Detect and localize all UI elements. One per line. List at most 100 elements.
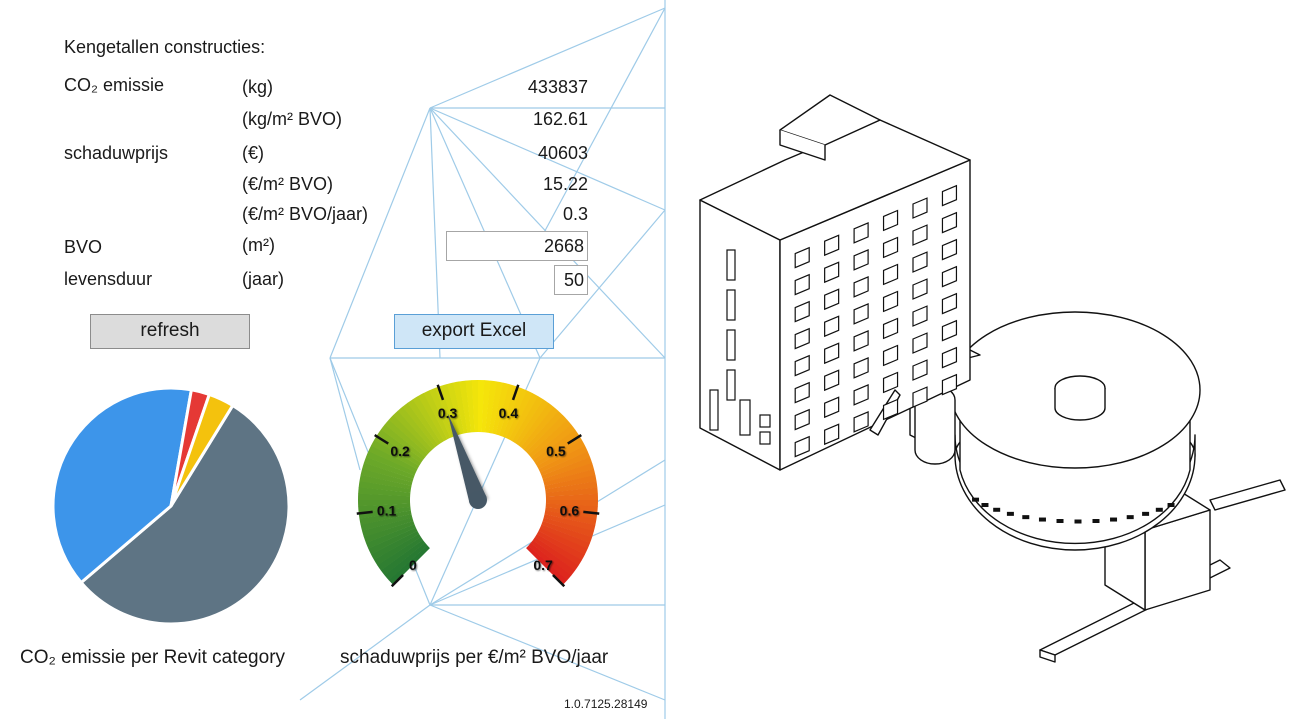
gauge-band-segment [545,481,598,494]
building-window [794,273,810,296]
gauge-band-segment [502,387,528,438]
gauge-band-segment [523,410,564,453]
co2-pie-chart [51,388,291,626]
building-window [853,276,869,298]
refresh-button[interactable]: refresh [90,314,250,349]
building-window [941,238,958,261]
building-window [794,381,810,404]
gauge-tick [374,434,389,445]
gauge-band-segment [538,445,588,473]
shadow-price-value-eur-m2-year: 0.3 [562,204,588,224]
gauge-band-segment [528,419,572,458]
gauge-band-segment [362,462,414,483]
gauge-band-segment [545,493,598,501]
building-window [882,344,899,367]
pie-slice [51,388,194,585]
gauge-band-segment [440,384,461,436]
building-window [941,265,958,288]
building-window [794,327,810,350]
gauge-band-segment [459,380,472,433]
gauge-band-segment [358,506,411,519]
building-window [912,278,928,300]
gauge-band-segment [363,520,415,544]
building-window [912,305,928,327]
gauge-needle [447,413,487,503]
shadow-price-unit-eur-m2-year: (€/m² BVO/jaar) [242,204,369,224]
gauge-band-segment [536,440,586,470]
gauge-band-segment [532,537,579,571]
lifespan-input[interactable]: 50 [554,265,588,295]
gauge-tick [567,434,582,445]
gauge-band-segment [388,414,431,455]
section-heading: Kengetallen constructies: [64,37,266,57]
gauge-band-segment [526,415,568,455]
gauge-band-segment [358,503,411,513]
gauge-band-segment [358,499,411,507]
drum-window [1142,511,1150,516]
drum-window [1038,517,1046,522]
building-window [853,303,869,325]
gauge-band-segment [540,451,591,476]
drum-window [1126,515,1134,520]
gauge-band-segment [429,387,454,438]
gauge-band-segment [528,542,572,581]
gauge-band-segment [481,380,491,433]
gauge-band-segment [492,382,510,435]
building-window [882,290,899,313]
building-window [882,236,899,259]
gauge-band-segment [384,419,428,458]
building-window [882,317,899,340]
gauge-band-segment [397,406,436,450]
gauge-band-segment [541,456,593,480]
building-window [912,332,928,354]
drum-window [993,507,1001,512]
gauge-band-segment [412,395,445,443]
gauge-band-segment [373,533,421,566]
gauge-tick-label: 0.1 [377,502,397,518]
building-window [941,292,958,315]
gauge-band-segment [402,402,439,448]
gauge-chart-caption: schaduwprijs per €/m² BVO/jaar [340,647,609,668]
building-window [941,319,958,342]
gauge-band-segment [530,424,576,461]
co2-value-kg-m2: 162.61 [532,109,588,129]
gauge-band-segment [360,468,413,486]
pie-slice [79,403,291,626]
gauge-band-segment [471,380,479,433]
gauge-tick-label: 0.2 [390,443,410,459]
building-window [794,300,810,323]
gauge-band-segment [365,450,416,476]
building-window [912,359,928,381]
drum-window [1006,511,1014,516]
drum-window [1074,519,1082,524]
gauge-tick-label: 0 [409,557,417,573]
gauge-band-segment [542,517,594,538]
drum-window [1092,519,1100,524]
building-window [912,386,928,408]
pie-chart-caption: CO₂ emissie per Revit category [20,647,286,668]
building-window [941,184,958,207]
building-window [794,354,810,377]
co2-emission-label: CO₂ emissie [64,75,165,95]
gauge-needle-hub [469,491,487,509]
gauge-tick [552,574,566,588]
gauge-band-segment [530,539,576,576]
gauge-band-segment [407,399,442,445]
gauge-band-segment [538,527,588,555]
gauge-tick [390,574,404,588]
gauge-band-segment [371,439,420,470]
shadow-price-unit-eur: (€) [242,143,264,163]
building-window [882,209,899,232]
building-window [882,371,899,394]
shadow-price-value-eur-m2: 15.22 [542,174,588,194]
pie-slice [169,392,235,507]
gauge-band-segment [545,503,598,513]
building-window [882,398,899,421]
gauge-band-segment [508,393,539,442]
export-excel-button[interactable]: export Excel [394,314,554,349]
gauge-band-segment [485,380,498,433]
bvo-input[interactable]: 2668 [446,231,588,261]
building-window [853,357,869,379]
building-window [794,246,810,269]
